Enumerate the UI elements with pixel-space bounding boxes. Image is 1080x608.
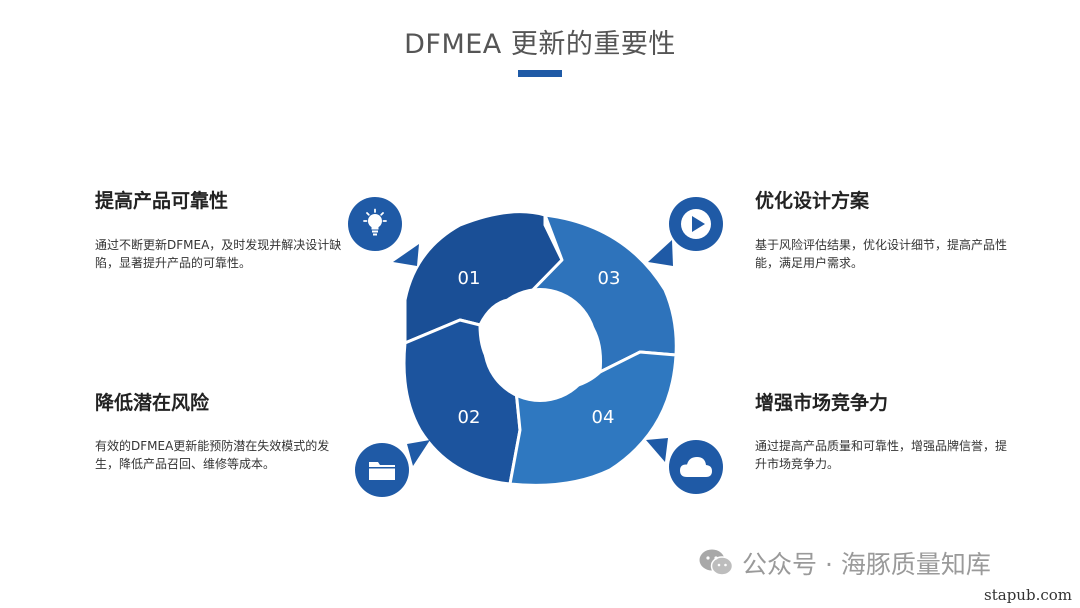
block-title-design: 优化设计方案 <box>755 190 870 212</box>
watermark: 公众号 · 海豚质量知库 <box>698 545 991 581</box>
block-title-market: 增强市场竞争力 <box>755 392 889 414</box>
block-desc-reliability: 通过不断更新DFMEA，及时发现并解决设计缺陷，显著提升产品的可靠性。 <box>95 238 342 270</box>
watermark-text: 公众号 · 海豚质量知库 <box>742 550 991 579</box>
block-title-risk: 降低潜在风险 <box>95 392 210 414</box>
pointer-top-right <box>648 240 673 266</box>
block-title-reliability: 提高产品可靠性 <box>95 190 229 212</box>
wechat-logo <box>699 549 734 576</box>
site-url: stapub.com <box>984 586 1072 604</box>
lightbulb-icon <box>348 197 402 251</box>
pointer-top-left <box>393 244 419 266</box>
segment-label-03: 03 <box>598 268 621 289</box>
block-desc-market: 通过提高产品质量和可靠性，增强品牌信誉，提升市场竞争力。 <box>755 439 1008 471</box>
block-desc-risk: 有效的DFMEA更新能预防潜在失效模式的发生，降低产品召回、维修等成本。 <box>95 439 330 471</box>
block-desc-design: 基于风险评估结果，优化设计细节，提高产品性能，满足用户需求。 <box>755 238 1008 270</box>
segment-label-01: 01 <box>458 268 481 289</box>
page-title: DFMEA 更新的重要性 <box>404 29 676 60</box>
pointer-bottom-left <box>407 440 430 466</box>
cloud-icon <box>669 440 723 494</box>
segment-label-04: 04 <box>592 407 615 428</box>
segment-label-02: 02 <box>458 407 481 428</box>
pointer-bottom-right <box>646 438 668 462</box>
play-icon <box>669 197 723 251</box>
folder-icon <box>355 443 409 497</box>
center-hole <box>483 288 597 402</box>
segment-01 <box>403 210 564 345</box>
title-underline <box>518 70 562 77</box>
